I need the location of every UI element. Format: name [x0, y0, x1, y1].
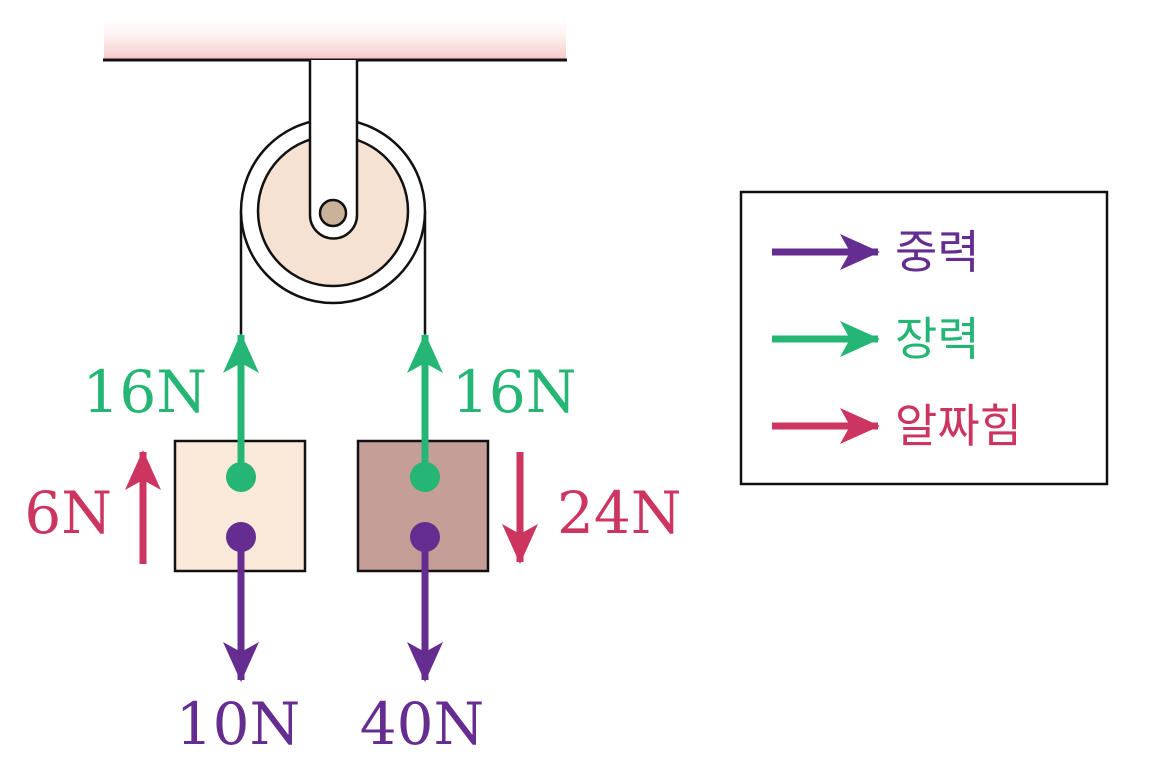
net-force-label-right: 24N — [557, 479, 682, 547]
pulley-axle — [318, 198, 348, 228]
legend-gravity-label: 중력 — [895, 225, 980, 279]
legend: 중력 장력 알짜힘 — [739, 190, 1109, 486]
gravity-point-right — [410, 522, 440, 552]
legend-net-force-label: 알짜힘 — [895, 399, 1022, 453]
tension-point-left — [226, 462, 256, 492]
tension-point-right — [410, 462, 440, 492]
gravity-point-left — [226, 522, 256, 552]
gravity-label-left: 10N — [176, 690, 301, 758]
pulley-bracket — [308, 60, 359, 240]
tension-label-left: 16N — [82, 358, 207, 426]
gravity-label-right: 40N — [360, 690, 485, 758]
ceiling — [104, 12, 566, 60]
legend-tension-label: 장력 — [895, 312, 980, 366]
net-force-label-left: 6N — [24, 479, 112, 547]
tension-label-right: 16N — [452, 358, 577, 426]
